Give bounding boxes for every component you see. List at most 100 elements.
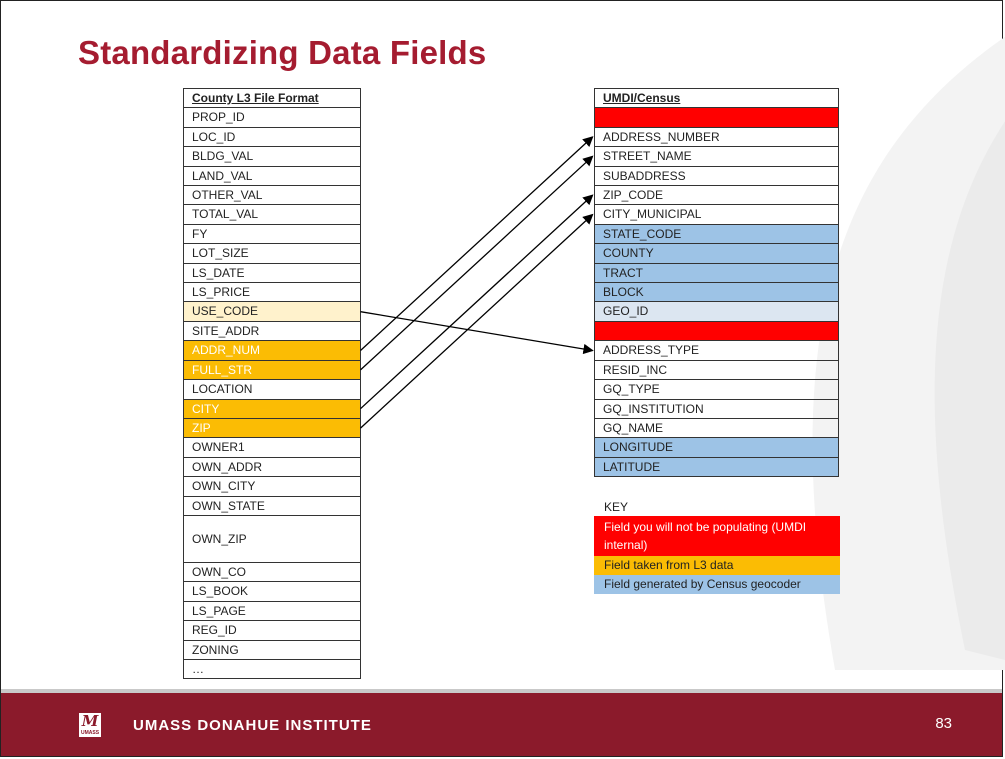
table-row: PROP_ID	[183, 107, 361, 128]
census-field-field: RESID_INC	[594, 359, 839, 381]
table-row: OTHER_VAL	[183, 185, 361, 206]
footer-bar: M UMASS UMASS DONAHUE INSTITUTE 83	[1, 689, 1002, 756]
table-row: OWN_ADDR	[183, 456, 361, 478]
l3-field-field: LOT_SIZE	[183, 243, 361, 264]
census-field-field: CITY_MUNICIPAL	[594, 204, 839, 225]
l3-field-field: OWN_CITY	[183, 476, 361, 497]
l3-field-field: OTHER_VAL	[183, 185, 361, 206]
table-row: GQ_INSTITUTION	[594, 398, 839, 419]
table-row: TOTAL_VAL	[183, 204, 361, 225]
table-row: ZONING	[183, 639, 361, 660]
l3-field-field: LS_PAGE	[183, 600, 361, 622]
census-field-field: LATITUDE	[594, 456, 839, 478]
key-gold-entry: Field taken from L3 data	[594, 556, 840, 575]
table-row: OWN_STATE	[183, 495, 361, 516]
table-row: CITY	[183, 398, 361, 419]
census-field-field: GEO_ID	[594, 301, 839, 322]
l3-field-field: LS_PRICE	[183, 282, 361, 303]
table-row: RESID_INC	[594, 359, 839, 381]
l3-field-field: TOTAL_VAL	[183, 204, 361, 225]
table-row: ADDRESS_NUMBER	[594, 126, 839, 148]
table-row: OWN_ZIP	[183, 514, 361, 563]
slide-title: Standardizing Data Fields	[78, 34, 487, 71]
table-row: ADDR_NUM	[183, 340, 361, 361]
table-row: COUNTY	[594, 243, 839, 264]
table-row: LOCATION	[183, 379, 361, 400]
table-row: BLDG_VAL	[183, 146, 361, 167]
l3-field-field: ADDR_NUM	[183, 340, 361, 361]
page-number: 83	[935, 715, 952, 732]
l3-field-field: REG_ID	[183, 620, 361, 641]
key-blue-entry: Field generated by Census geocoder	[594, 575, 840, 594]
census-field-field: ADDRESS_NUMBER	[594, 126, 839, 148]
table-row: LOT_SIZE	[183, 243, 361, 264]
census-field-field: GQ_INSTITUTION	[594, 398, 839, 419]
table-row: FULL_STR	[183, 359, 361, 381]
census-field-header: UMDI/Census	[594, 87, 839, 109]
table-row: FY	[183, 223, 361, 245]
table-row: LOC_ID	[183, 126, 361, 148]
l3-field-field: PROP_ID	[183, 107, 361, 128]
l3-field-field: LOCATION	[183, 379, 361, 400]
table-row: BLOCK	[594, 282, 839, 303]
table-row: LS_PAGE	[183, 600, 361, 622]
census-field-field: ADDRESS_TYPE	[594, 340, 839, 361]
table-row: GEO_ID	[594, 301, 839, 322]
table-row: ZIP_CODE	[594, 185, 839, 206]
table-row: CITY_MUNICIPAL	[594, 204, 839, 225]
table-row: OWN_CITY	[183, 476, 361, 497]
l3-field-field: LOC_ID	[183, 126, 361, 148]
l3-field-field: LS_BOOK	[183, 581, 361, 602]
l3-field-field: LS_DATE	[183, 262, 361, 284]
l3-field-field: ZIP	[183, 417, 361, 439]
l3-field-field: OWN_ADDR	[183, 456, 361, 478]
l3-field-field: FY	[183, 223, 361, 245]
table-row: STATE_CODE	[594, 223, 839, 245]
l3-field-field: FULL_STR	[183, 359, 361, 381]
table-row: ZIP	[183, 417, 361, 439]
table-row: STD_LUC	[594, 320, 839, 342]
table-row: STREET_NAME	[594, 146, 839, 167]
census-field-field: COUNTY	[594, 243, 839, 264]
l3-field-field: OWN_ZIP	[183, 514, 361, 563]
table-row: SITE_ADDR	[183, 320, 361, 342]
l3-field-field: OWN_STATE	[183, 495, 361, 516]
l3-field-field: OWNER1	[183, 437, 361, 458]
key-title: KEY	[604, 500, 629, 514]
table-row: GQ_TYPE	[594, 379, 839, 400]
census-field-field: UM_ID	[594, 107, 839, 128]
table-row: …	[183, 658, 361, 680]
table-row: REG_ID	[183, 620, 361, 641]
census-field-field: SUBADDRESS	[594, 165, 839, 187]
l3-field-field: …	[183, 658, 361, 680]
table-row: TRACT	[594, 262, 839, 284]
color-key: KEY Field you will not be populating (UM…	[594, 498, 840, 594]
key-red-entry: Field you will not be populating (UMDI i…	[594, 516, 840, 556]
table-row: LATITUDE	[594, 456, 839, 478]
census-field-field: STREET_NAME	[594, 146, 839, 167]
census-field-field: GQ_NAME	[594, 417, 839, 439]
census-field-field: STD_LUC	[594, 320, 839, 342]
table-row: LS_PRICE	[183, 282, 361, 303]
table-row: OWN_CO	[183, 561, 361, 583]
l3-field-field: CITY	[183, 398, 361, 419]
census-field-field: STATE_CODE	[594, 223, 839, 245]
table-row: SUBADDRESS	[594, 165, 839, 187]
l3-field-field: USE_CODE	[183, 301, 361, 322]
l3-field-header: County L3 File Format	[183, 87, 361, 109]
table-row: LS_BOOK	[183, 581, 361, 602]
footer-org-name: UMASS DONAHUE INSTITUTE	[133, 717, 372, 734]
l3-field-field: BLDG_VAL	[183, 146, 361, 167]
l3-field-field: OWN_CO	[183, 561, 361, 583]
census-field-field: BLOCK	[594, 282, 839, 303]
table-row: LONGITUDE	[594, 437, 839, 458]
l3-field-field: LAND_VAL	[183, 165, 361, 187]
background-swoosh	[812, 36, 1005, 670]
l3-field-field: ZONING	[183, 639, 361, 660]
census-field-field: GQ_TYPE	[594, 379, 839, 400]
table-row: UM_ID	[594, 107, 839, 128]
table-row: ADDRESS_TYPE	[594, 340, 839, 361]
table-row: LS_DATE	[183, 262, 361, 284]
